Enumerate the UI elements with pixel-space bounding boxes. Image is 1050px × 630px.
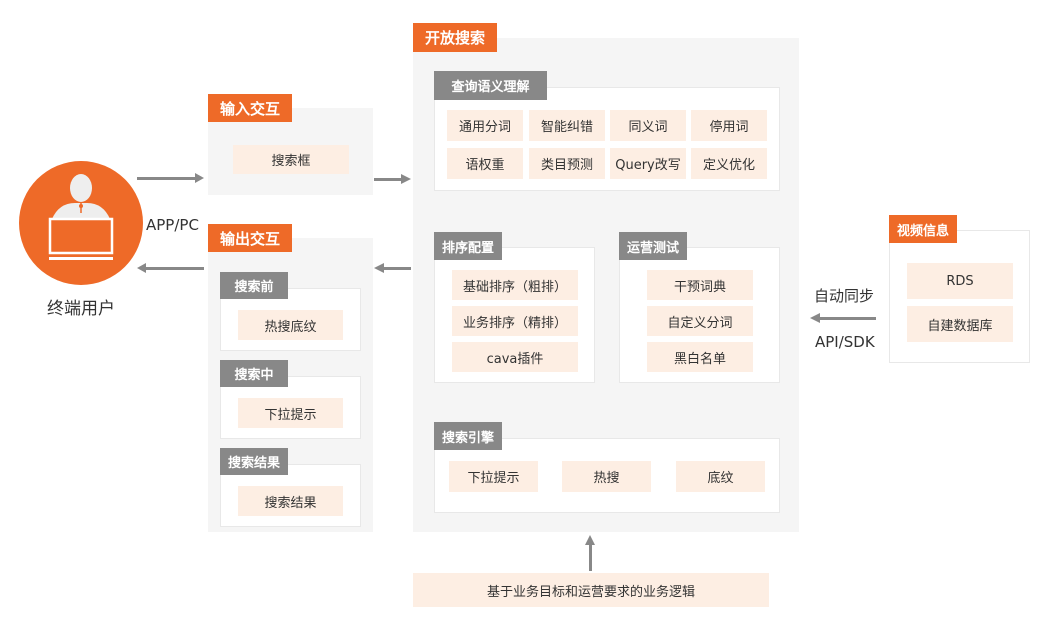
query-chip: 智能纠错	[529, 110, 605, 141]
arrowhead-icon	[401, 174, 411, 184]
engine-title: 搜索引擎	[434, 422, 502, 450]
ranking-chip: 业务排序（精排）	[452, 306, 578, 336]
ranking-chip: 基础排序（粗排）	[452, 270, 578, 300]
query-chip: 定义优化	[691, 148, 767, 179]
user-laptop-icon	[48, 174, 114, 260]
video-chip: 自建数据库	[907, 306, 1013, 342]
query-chip: 通用分词	[447, 110, 523, 141]
ops-chip: 黑白名单	[647, 342, 753, 372]
arrow-right-icon	[137, 177, 197, 180]
ranking-chip: cava插件	[452, 342, 578, 372]
input-title: 输入交互	[208, 94, 292, 122]
arrowhead-icon	[374, 263, 384, 273]
output-chip: 下拉提示	[238, 398, 343, 428]
engine-chip: 下拉提示	[449, 461, 538, 492]
output-group-title: 搜索中	[220, 360, 288, 387]
output-chip: 搜索结果	[238, 486, 343, 516]
query-chip: 类目预测	[529, 148, 605, 179]
user-avatar	[19, 161, 143, 285]
query-chip: 停用词	[691, 110, 767, 141]
output-group-title: 搜索前	[220, 272, 288, 299]
arrow-left-icon	[819, 317, 876, 320]
query-chip: Query改写	[610, 148, 686, 179]
video-title: 视频信息	[889, 215, 957, 243]
output-chip: 热搜底纹	[238, 310, 343, 340]
engine-chip: 底纹	[676, 461, 765, 492]
arrow-right-icon	[374, 178, 402, 181]
arrowhead-icon	[137, 263, 146, 273]
query-title: 查询语义理解	[434, 71, 547, 100]
arrowhead-icon	[195, 173, 204, 183]
ops-chip: 干预词典	[647, 270, 753, 300]
arrowhead-icon	[810, 313, 820, 323]
arrow-left-icon	[146, 267, 204, 270]
arrowhead-icon	[585, 535, 595, 545]
output-group-title: 搜索结果	[220, 448, 288, 475]
query-chip: 同义词	[610, 110, 686, 141]
ops-chip: 自定义分词	[647, 306, 753, 336]
open-search-title: 开放搜索	[413, 23, 497, 52]
engine-chip: 热搜	[562, 461, 651, 492]
output-title: 输出交互	[208, 224, 292, 252]
video-chip: RDS	[907, 263, 1013, 299]
ranking-title: 排序配置	[434, 232, 502, 260]
channel-label: APP/PC	[146, 216, 199, 234]
query-chip: 语权重	[447, 148, 523, 179]
business-logic-bar: 基于业务目标和运营要求的业务逻辑	[413, 573, 769, 607]
api-label: API/SDK	[815, 333, 875, 351]
user-label: 终端用户	[47, 299, 115, 319]
search-box-chip: 搜索框	[233, 145, 349, 174]
ops-title: 运营测试	[619, 232, 687, 260]
arrow-up-icon	[589, 544, 592, 571]
sync-label: 自动同步	[814, 287, 875, 305]
arrow-left-icon	[383, 267, 411, 270]
